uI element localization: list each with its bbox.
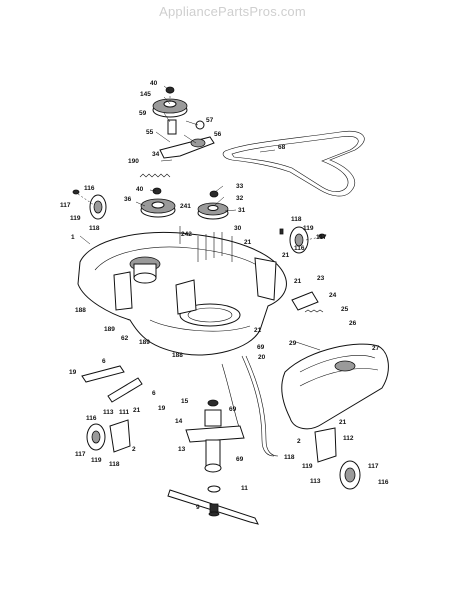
callout-36: 36 bbox=[124, 196, 132, 203]
callout-188-b: 188 bbox=[172, 352, 183, 359]
callout-34: 34 bbox=[152, 151, 160, 158]
callout-113-a: 113 bbox=[103, 409, 114, 416]
mower-deck-housing bbox=[77, 231, 287, 356]
callout-29: 29 bbox=[289, 340, 297, 347]
callout-242: 242 bbox=[181, 231, 192, 238]
callout-119-d: 119 bbox=[302, 463, 313, 470]
callout-1: 1 bbox=[71, 234, 75, 241]
callout-118-b: 118 bbox=[291, 216, 302, 223]
callout-15: 15 bbox=[181, 398, 189, 405]
idler-pulley-left bbox=[140, 187, 176, 218]
callout-116-a: 116 bbox=[84, 185, 95, 192]
callout-27: 27 bbox=[372, 345, 380, 352]
callout-116-d: 116 bbox=[378, 479, 389, 486]
callout-leaders bbox=[79, 85, 276, 245]
mower-belt bbox=[222, 130, 365, 197]
callout-118-d: 118 bbox=[284, 454, 295, 461]
callout-11: 11 bbox=[241, 485, 248, 492]
callout-117-a: 117 bbox=[60, 202, 71, 209]
callout-241: 241 bbox=[180, 203, 191, 210]
callout-69-b: 69 bbox=[229, 406, 237, 413]
callout-21-e: 21 bbox=[133, 407, 141, 414]
callout-117-c: 117 bbox=[75, 451, 86, 458]
callout-189-b: 189 bbox=[139, 339, 150, 346]
callout-9: 9 bbox=[196, 504, 200, 511]
callout-25: 25 bbox=[341, 306, 349, 313]
callout-21-d: 21 bbox=[254, 327, 262, 334]
callout-56: 56 bbox=[214, 131, 222, 138]
tension-spring bbox=[139, 173, 171, 178]
callout-118-c: 118 bbox=[109, 461, 120, 468]
idler-arm-bracket bbox=[159, 119, 215, 159]
callout-189-a: 189 bbox=[104, 326, 115, 333]
callout-57: 57 bbox=[206, 117, 214, 124]
callout-119-c: 119 bbox=[91, 457, 102, 464]
hanger-bracket-lower bbox=[107, 377, 143, 403]
callout-33: 33 bbox=[236, 183, 244, 190]
idler-pulley-right bbox=[197, 190, 229, 220]
callout-40: 40 bbox=[150, 80, 158, 87]
callout-21-c: 21 bbox=[294, 278, 302, 285]
callout-6-a: 6 bbox=[102, 358, 106, 365]
callout-6-b: 6 bbox=[152, 390, 156, 397]
callout-116-b: 116 bbox=[294, 245, 305, 252]
blade-spindle-assembly bbox=[185, 399, 245, 473]
callout-30: 30 bbox=[234, 225, 242, 232]
callout-117-d: 117 bbox=[368, 463, 379, 470]
callout-117-b: 117 bbox=[316, 234, 327, 241]
callout-40-b: 40 bbox=[136, 186, 144, 193]
callout-2-a: 2 bbox=[132, 446, 136, 453]
callout-labels: 40 145 59 57 55 56 68 190 34 33 40 32 36… bbox=[60, 80, 389, 511]
callout-21-a: 21 bbox=[244, 239, 252, 246]
callout-116-c: 116 bbox=[86, 415, 97, 422]
deflector-hinge bbox=[291, 291, 324, 351]
hanger-bracket-upper bbox=[81, 365, 125, 383]
gauge-wheel-upper-left bbox=[72, 189, 107, 220]
callout-69-a: 69 bbox=[257, 344, 265, 351]
callout-2-b: 2 bbox=[297, 438, 301, 445]
blade-bolt bbox=[208, 503, 220, 517]
idler-pulley-upper bbox=[152, 86, 188, 118]
callout-14: 14 bbox=[175, 418, 183, 425]
callout-32: 32 bbox=[236, 195, 244, 202]
callout-24: 24 bbox=[329, 292, 337, 299]
gauge-wheel-upper-right bbox=[279, 226, 326, 254]
callout-118-a: 118 bbox=[89, 225, 100, 232]
callout-112: 112 bbox=[343, 435, 354, 442]
callout-62: 62 bbox=[121, 335, 129, 342]
callout-20: 20 bbox=[258, 354, 266, 361]
gauge-wheel-lower-right bbox=[314, 427, 361, 490]
callout-59: 59 bbox=[139, 110, 147, 117]
callout-69-c: 69 bbox=[236, 456, 244, 463]
callout-31: 31 bbox=[238, 207, 246, 214]
callout-111: 111 bbox=[119, 409, 130, 416]
callout-23: 23 bbox=[317, 275, 325, 282]
callout-19-a: 19 bbox=[69, 369, 77, 376]
callout-21-b: 21 bbox=[282, 252, 290, 259]
callout-188-a: 188 bbox=[75, 307, 86, 314]
callout-190: 190 bbox=[128, 158, 139, 165]
deck-bolts bbox=[179, 226, 233, 262]
callout-119-a: 119 bbox=[70, 215, 81, 222]
callout-119-b: 119 bbox=[303, 225, 314, 232]
discharge-deflector bbox=[281, 343, 389, 430]
callout-145: 145 bbox=[140, 91, 151, 98]
gauge-wheel-lower-left bbox=[86, 419, 131, 453]
callout-68: 68 bbox=[278, 144, 286, 151]
callout-13: 13 bbox=[178, 446, 186, 453]
callout-19-b: 19 bbox=[158, 405, 166, 412]
callout-55: 55 bbox=[146, 129, 154, 136]
callout-113-b: 113 bbox=[310, 478, 321, 485]
callout-26: 26 bbox=[349, 320, 357, 327]
callout-21-f: 21 bbox=[339, 419, 347, 426]
watermark: AppliancePartsPros.com bbox=[159, 4, 306, 19]
